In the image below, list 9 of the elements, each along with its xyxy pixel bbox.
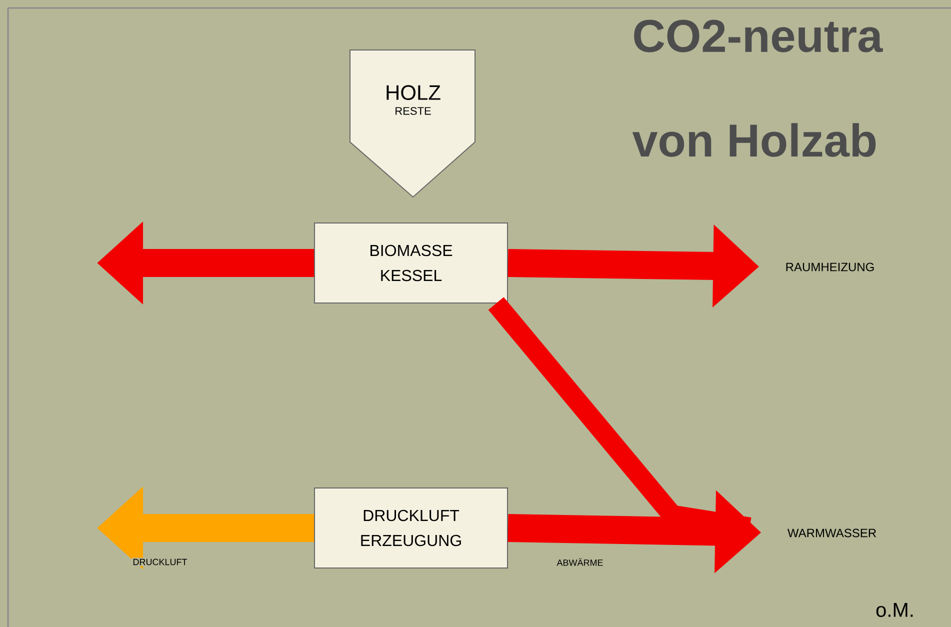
title-text: CO2-neutra	[634, 20, 883, 52]
process-box: DRUCKLUFT ERZEUGUNG	[314, 488, 508, 568]
edge-label: ABWÄRME	[556, 557, 604, 567]
note-text: o.M.	[876, 603, 913, 617]
output-label: RAUMHEIZUNG	[786, 262, 874, 272]
title-text: von Holzab	[632, 123, 876, 157]
pentagon-box: HOLZ RESTE	[350, 50, 476, 198]
output-label: WARMWASSER	[788, 528, 876, 538]
process-box: BIOMASSE KESSEL	[314, 222, 508, 304]
